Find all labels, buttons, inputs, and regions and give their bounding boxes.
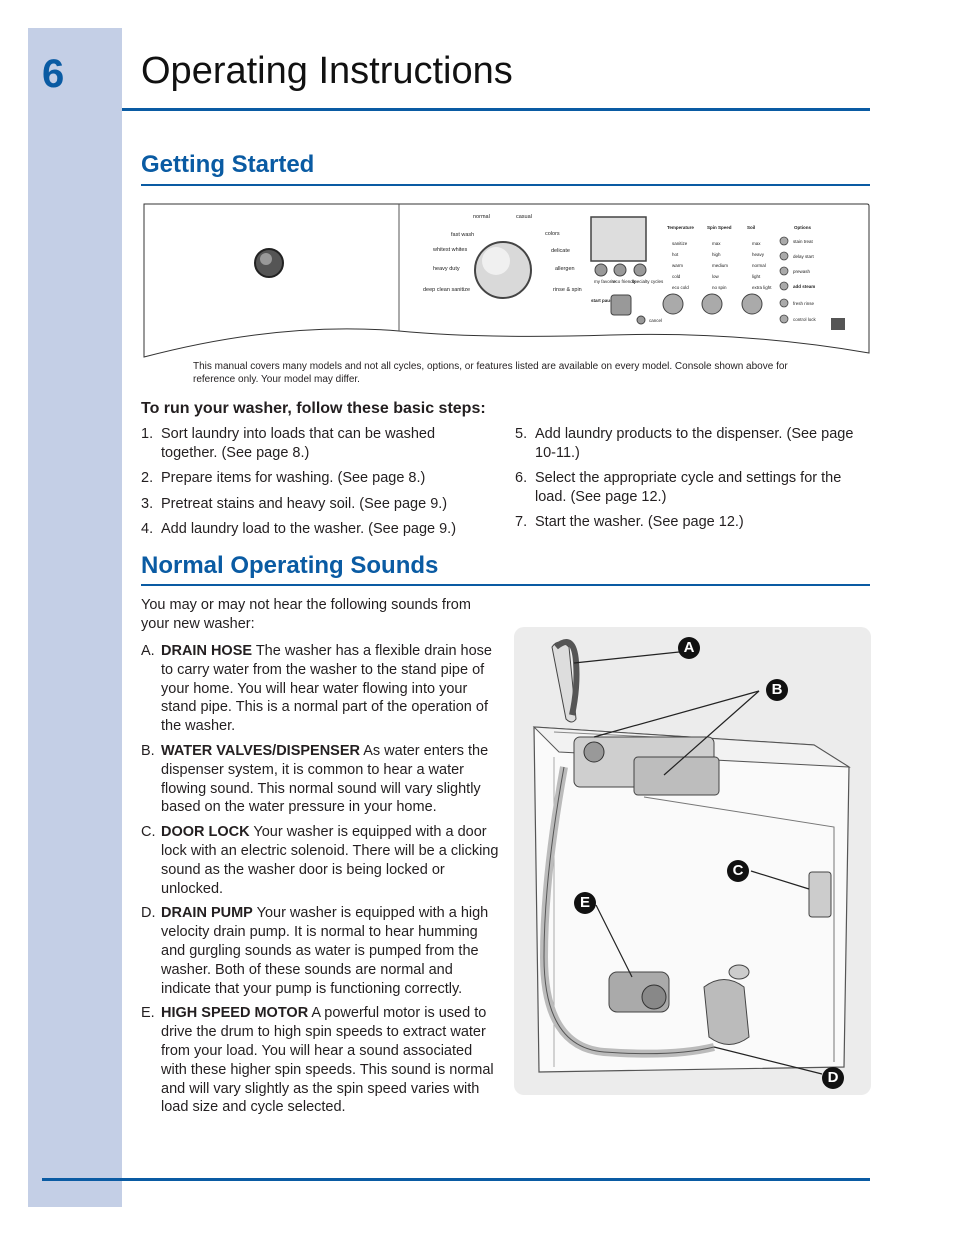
diagram-label-b: B [766,679,788,701]
svg-text:no spin: no spin [712,285,727,290]
svg-text:hot: hot [672,252,679,257]
svg-text:Options: Options [794,225,811,230]
footer-rule [42,1178,870,1181]
step-item: 2.Prepare items for washing. (See page 8… [141,470,426,486]
step-item: 7.Start the washer. (See page 12.) [515,514,744,530]
svg-text:max: max [712,241,721,246]
svg-text:light: light [752,274,761,279]
step-item: 3.Pretreat stains and heavy soil. (See p… [141,495,448,512]
dial-label-colors: colors [545,231,560,237]
title-rule [122,108,870,111]
svg-text:extra light: extra light [752,285,772,290]
getting-started-heading: Getting Started [141,151,315,178]
steps-list-right: 5.Add laundry products to the dispenser.… [515,425,873,539]
diagram-label-c: C [727,860,749,882]
svg-text:stain treat: stain treat [793,239,814,244]
getting-started-rule [141,184,870,186]
dial-label-deep-clean: deep clean sanitize [423,287,470,293]
sound-item-drain-hose: A.DRAIN HOSE The washer has a flexible d… [141,643,492,735]
svg-text:medium: medium [712,263,728,268]
svg-text:high: high [712,252,721,257]
step-item: 5.Add laundry products to the dispenser.… [515,426,854,461]
svg-text:Soil: Soil [747,225,755,230]
page-number: 6 [42,52,65,96]
dial-label-allergen: allergen [555,266,575,272]
washer-console-illustration: normal casual fast wash whitest whites h… [143,203,870,358]
normal-sounds-rule [141,584,870,586]
svg-text:max: max [752,241,761,246]
svg-text:cold: cold [672,274,681,279]
svg-text:Spin Speed: Spin Speed [707,225,732,230]
dial-label-casual: casual [516,214,532,220]
sound-item-water-valves: B.WATER VALVES/DISPENSER As water enters… [141,742,489,816]
dial-label-delicate: delicate [551,248,570,254]
page-sidebar [28,28,122,1207]
svg-text:eco cold: eco cold [672,285,689,290]
svg-text:heavy: heavy [752,252,765,257]
svg-text:normal: normal [752,263,766,268]
svg-text:eco friendly: eco friendly [613,279,637,284]
diagram-label-d: D [822,1067,844,1089]
dial-label-fast-wash: fast wash [451,232,474,238]
washer-components-diagram: A B C D E [514,627,871,1095]
svg-text:warm: warm [672,263,683,268]
diagram-label-e: E [574,892,596,914]
console-caption: This manual covers many models and not a… [193,361,788,385]
svg-text:my favorite: my favorite [594,279,617,284]
svg-text:sanitize: sanitize [672,241,688,246]
steps-heading: To run your washer, follow these basic s… [141,400,486,417]
dial-label-heavy-duty: heavy duty [433,266,460,272]
normal-sounds-heading: Normal Operating Sounds [141,552,439,579]
page-title: Operating Instructions [141,50,513,92]
sounds-list: A.DRAIN HOSE The washer has a flexible d… [141,642,499,1123]
display-screen [590,216,647,262]
svg-text:start pause: start pause [591,298,616,303]
step-item: 6.Select the appropriate cycle and setti… [515,470,842,505]
step-item: 4.Add laundry load to the washer. (See p… [141,521,457,537]
sound-item-high-speed-motor: E.HIGH SPEED MOTOR A powerful motor is u… [141,1005,494,1116]
sound-item-door-lock: C.DOOR LOCK Your washer is equipped with… [141,824,499,897]
svg-text:cancel: cancel [649,318,662,323]
svg-text:delay start: delay start [793,254,815,259]
svg-text:add steam: add steam [793,284,815,289]
step-item: 1.Sort laundry into loads that can be wa… [141,426,436,461]
steps-list-left: 1.Sort laundry into loads that can be wa… [141,425,481,546]
diagram-label-a: A [678,637,700,659]
dial-label-whitest-whites: whitest whites [432,247,467,253]
svg-text:Temperature: Temperature [667,225,694,230]
svg-text:control lock: control lock [793,317,817,322]
sounds-intro: You may or may not hear the following so… [141,597,471,632]
dial-label-rinse-spin: rinse & spin [553,287,582,293]
svg-text:specialty cycles: specialty cycles [632,279,664,284]
sound-item-drain-pump: D.DRAIN PUMP Your washer is equipped wit… [141,905,489,997]
svg-text:low: low [712,274,720,279]
svg-text:prewash: prewash [793,269,811,274]
dial-label-normal: normal [473,214,490,220]
svg-text:fresh rinse: fresh rinse [793,301,815,306]
